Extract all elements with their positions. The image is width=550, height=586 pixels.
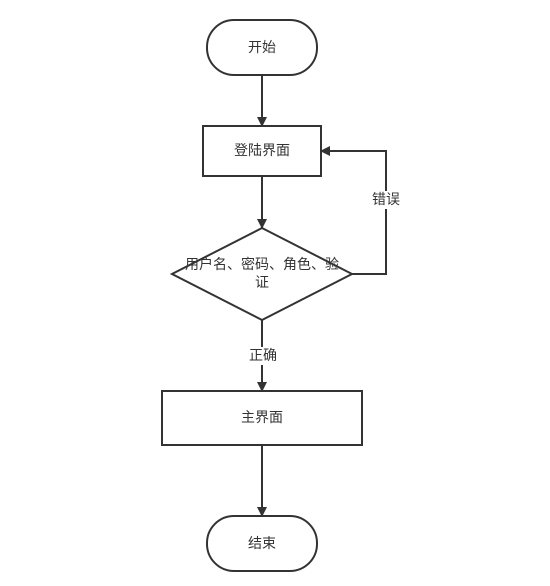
edge-verify-error-back-to-login [320, 146, 387, 275]
login-node-label: 登陆界面 [234, 143, 290, 159]
verify-node-label: 用户名、密码、角色、验 证 [185, 257, 339, 291]
main-node-label: 主界面 [241, 410, 283, 426]
login-node-shape [202, 125, 322, 177]
error-edge-label: 错误 [371, 191, 401, 209]
correct-edge-label: 正确 [248, 347, 278, 365]
start-node-label: 开始 [248, 39, 276, 56]
end-node-label: 结束 [248, 535, 276, 552]
